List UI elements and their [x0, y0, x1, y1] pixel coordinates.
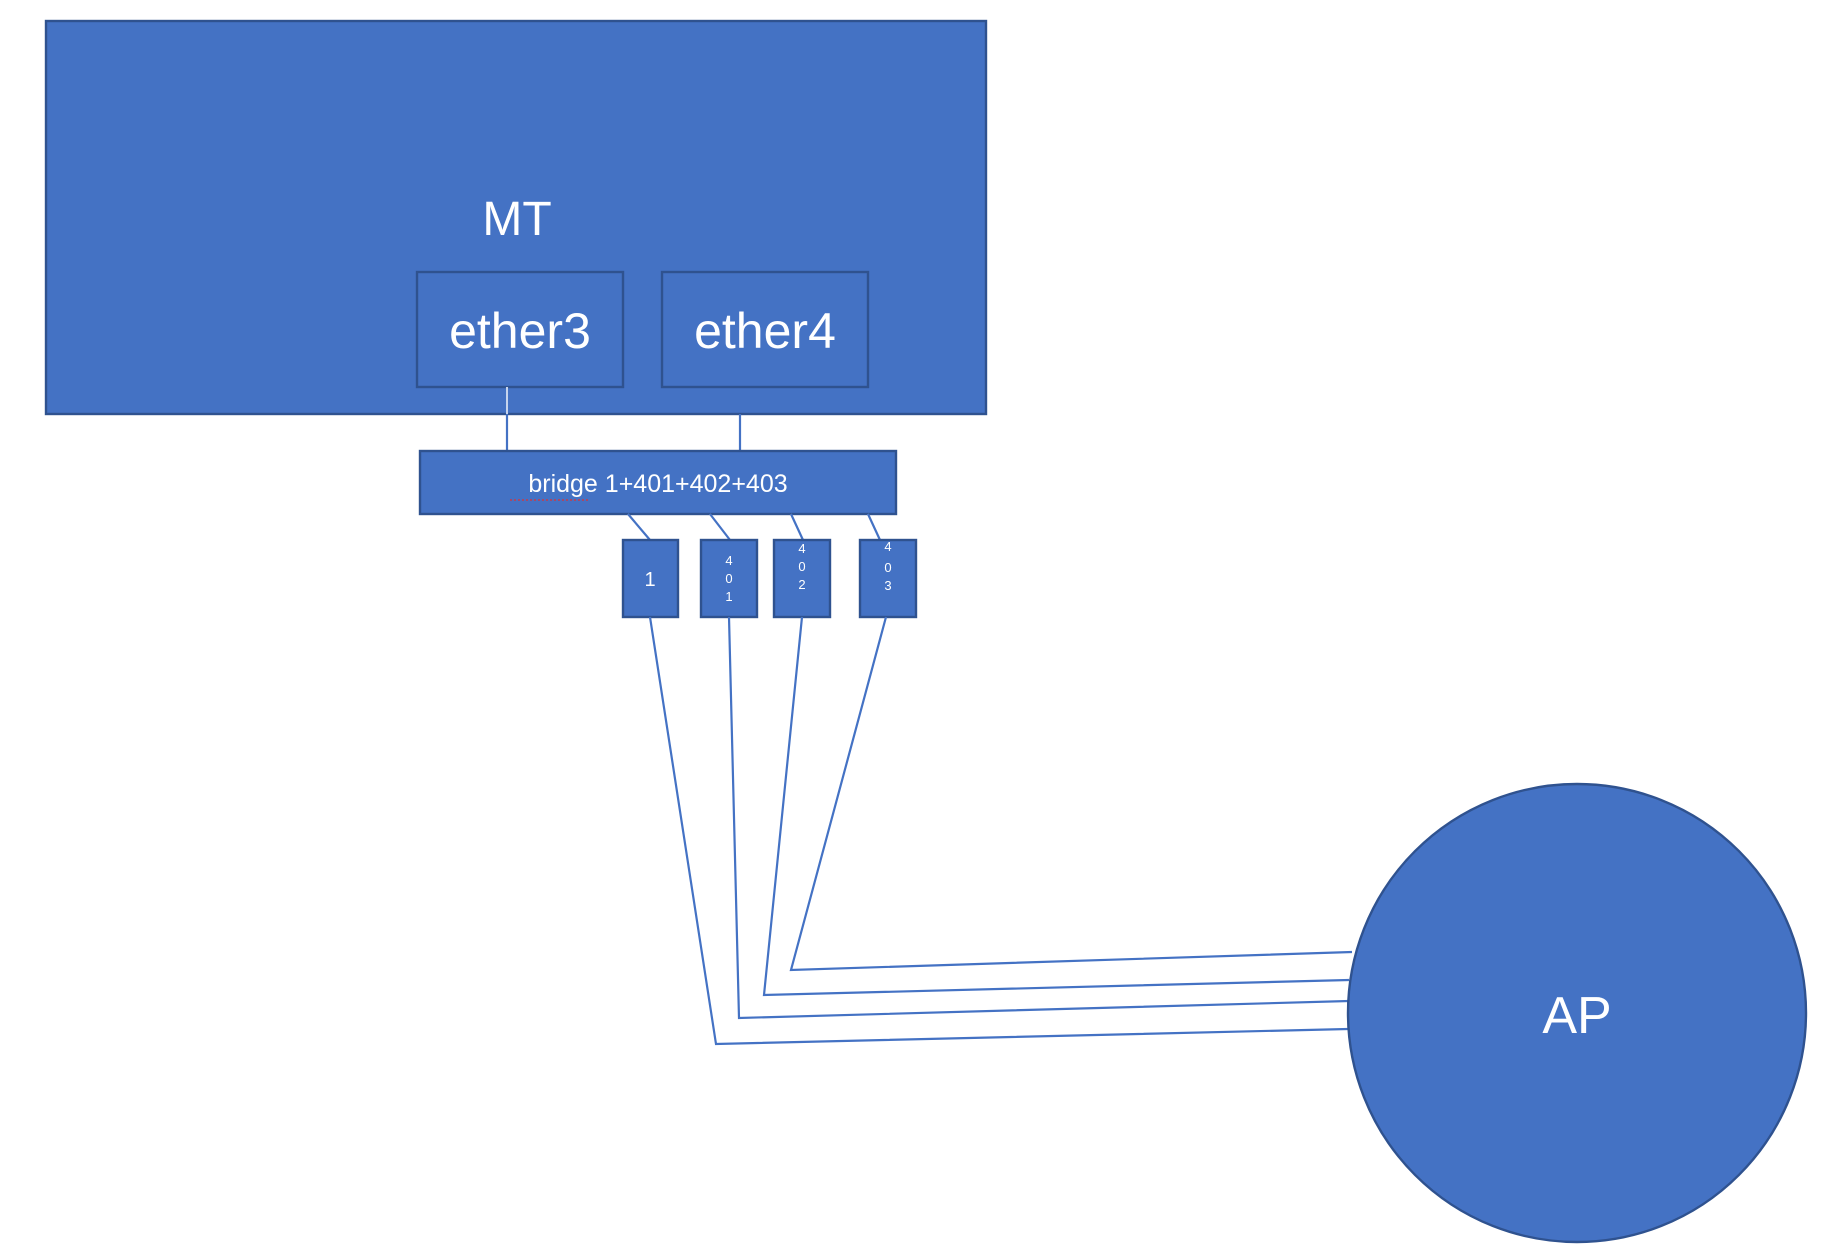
vlan-port-401-char-1: 4	[725, 553, 732, 568]
cable-vlan-401-ap	[727, 616, 1350, 1020]
cable-vlan-403-ap	[789, 616, 1353, 972]
vlan-port-402-char-2: 0	[798, 559, 805, 574]
bridge-node[interactable]: bridge 1+401+402+403	[418, 449, 898, 516]
vlan-port-403[interactable]: 4 0 3	[858, 538, 918, 619]
vlan-port-401[interactable]: 4 0 1	[699, 538, 759, 619]
vlan-port-1-box	[621, 538, 680, 619]
ether3-port[interactable]: ether3	[415, 270, 625, 389]
ether4-port[interactable]: ether4	[660, 270, 870, 389]
link-bridge-vlan-1-edge	[627, 513, 651, 541]
ether3-box	[415, 270, 625, 389]
vlan-port-402-char-1: 4	[798, 541, 805, 556]
vlan-port-403-char-1: 4	[884, 539, 891, 554]
bridge-box	[418, 449, 898, 516]
vlan-port-1[interactable]: 1	[621, 538, 680, 619]
vlan-port-403-box	[858, 538, 918, 619]
vlan-port-401-char-2: 0	[725, 571, 732, 586]
link-bridge-vlan-401-edge	[709, 513, 731, 541]
vlan-port-1-label: 1	[644, 569, 655, 591]
vlan-port-403-char-2: 0	[884, 560, 891, 575]
bridge-label: bridge 1+401+402+403	[528, 470, 787, 498]
ether4-box	[660, 270, 870, 389]
link-bridge-vlan-403-edge	[867, 513, 881, 541]
vlan-port-401-char-3: 1	[725, 589, 732, 604]
ether4-label: ether4	[694, 303, 836, 359]
mt-label: MT	[482, 193, 551, 246]
ap-node[interactable]: AP	[1346, 782, 1808, 1244]
link-bridge-vlan-402-edge	[790, 513, 804, 541]
ap-label: AP	[1542, 987, 1611, 1045]
cable-vlan-1-ap	[648, 616, 1349, 1046]
vlan-port-402[interactable]: 4 0 2	[772, 538, 832, 619]
ap-circle	[1346, 782, 1808, 1244]
vlan-port-403-char-3: 3	[884, 578, 891, 593]
bridge-label-word: bridge	[528, 470, 598, 498]
bridge-label-rest: 1+401+402+403	[598, 470, 788, 498]
ether3-label: ether3	[449, 303, 591, 359]
cable-vlan-402-ap	[762, 616, 1350, 997]
vlan-port-402-char-3: 2	[798, 577, 805, 592]
